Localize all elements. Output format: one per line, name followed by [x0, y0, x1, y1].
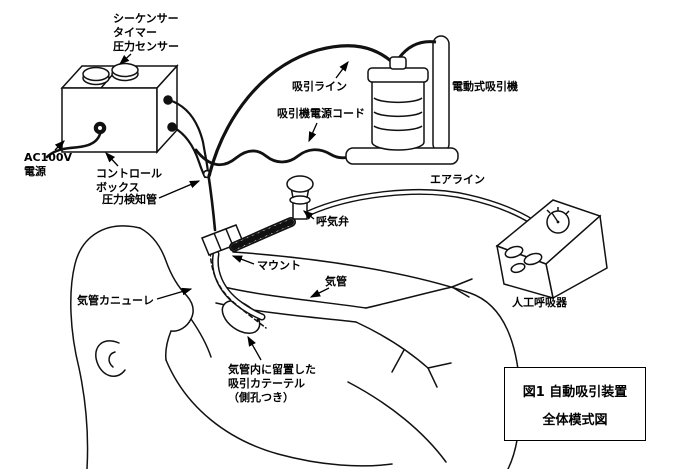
figure-caption-subtitle: 全体模式図	[542, 412, 608, 428]
filler-cap-1-top	[82, 66, 110, 82]
trachea-bronchi	[215, 278, 473, 388]
suction-catheter	[209, 237, 267, 329]
figure-caption-box: 図1 自動吸引装置 全体模式図	[504, 367, 646, 441]
bronchus-upper-twig2	[451, 286, 470, 298]
bronchus-lower-twig1	[427, 362, 452, 369]
label-electric-suction-unit: 電動式吸引機	[452, 80, 518, 93]
label-pressure-detection-tube: 圧力検知管	[102, 193, 157, 206]
arrow-ac-power	[54, 140, 65, 151]
exhalation-valve	[286, 175, 314, 220]
label-sequencer-timer-pressure-sensor: シーケンサー タイマー 圧力センサー	[113, 12, 179, 53]
arrow-suction-line	[335, 60, 349, 79]
ventilator-knob-3	[510, 262, 526, 274]
label-control-box: コントロール ボックス	[96, 167, 162, 194]
head-outline	[70, 225, 141, 469]
label-air-line: エアライン	[430, 173, 485, 186]
arrow-sequencer	[119, 53, 132, 65]
body-contour-line	[347, 381, 447, 463]
throat-line	[190, 318, 212, 358]
figure-caption-title: 図1 自動吸引装置	[522, 384, 628, 400]
label-suction-line: 吸引ライン	[292, 80, 347, 93]
catheter-side-hole	[256, 318, 260, 322]
label-suction-catheter: 気管内に留置した 吸引カテーテル （側孔つき）	[228, 363, 316, 404]
chest-shoulder-line	[232, 251, 521, 469]
label-suction-power-cord: 吸引機電源コード	[277, 107, 365, 120]
suction-jar-cap	[389, 56, 407, 70]
jar-level-line-2	[373, 111, 423, 118]
suction-jar-lid	[367, 67, 429, 83]
bronchus-lower-twig3	[391, 349, 405, 373]
bronchus-lower	[355, 321, 429, 369]
control-box-front	[61, 87, 158, 153]
ac-power-cord	[45, 132, 102, 159]
label-exhalation-valve: 呼気弁	[316, 215, 349, 228]
arrow-catheter	[247, 335, 262, 361]
arrow-power-cord	[308, 122, 318, 143]
suction-stand	[432, 35, 450, 153]
suction-power-cord-line	[194, 148, 356, 167]
breathing-tube	[229, 217, 296, 252]
annotation-arrows	[54, 53, 349, 361]
label-tracheal-cannula: 気管カニューレ	[77, 294, 154, 307]
control-box-device	[60, 62, 179, 154]
filler-cap-2-top	[111, 62, 139, 78]
trachea-upper-wall	[223, 286, 367, 309]
ventilator-knob-2	[523, 252, 543, 266]
label-ac-power: AC100V 電源	[24, 151, 73, 178]
stand-tube	[397, 40, 437, 59]
valve-dome	[286, 175, 314, 193]
jar-level-line-1	[373, 97, 423, 104]
arrow-trachea	[309, 287, 330, 298]
ventilator-device	[495, 199, 608, 300]
ear-inner-line	[108, 351, 116, 368]
ear-icon	[95, 340, 126, 378]
label-trachea: 気管	[325, 275, 347, 288]
ventilator-knob-1	[504, 245, 524, 259]
bronchus-upper-twig1	[451, 278, 473, 288]
suction-machine	[345, 35, 459, 165]
chest-front-line	[165, 359, 393, 467]
mount-connector	[201, 224, 244, 256]
arrow-control-box	[105, 152, 119, 167]
label-mount: マウント	[257, 259, 301, 272]
bronchus-lower-twig2	[427, 367, 438, 388]
arrow-pressure-tube	[158, 180, 201, 199]
face-outline	[139, 227, 194, 361]
arrow-cannula	[156, 287, 193, 300]
bronchus-upper	[365, 286, 453, 309]
jar-level-line-3	[373, 125, 423, 132]
arrow-mount	[231, 255, 255, 265]
arrow-exhalation-valve	[302, 210, 315, 220]
label-ventilator: 人工呼吸器	[512, 296, 567, 309]
tracheal-cannula	[211, 250, 266, 321]
